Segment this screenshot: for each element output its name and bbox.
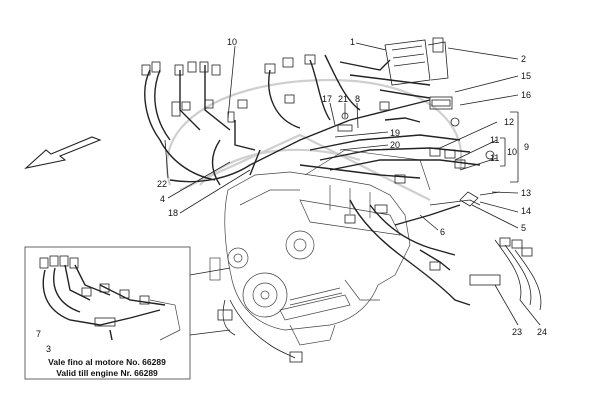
callout-10-bracket: 10 xyxy=(507,147,517,157)
callout-8: 8 xyxy=(355,94,360,104)
ecu-unit xyxy=(384,37,453,110)
callout-15: 15 xyxy=(521,71,531,81)
callout-18: 18 xyxy=(168,208,178,218)
callout-11-lower: 11 xyxy=(490,153,499,163)
engine-block xyxy=(209,149,431,346)
arrow-icon xyxy=(24,136,102,169)
callout-23: 23 xyxy=(512,327,522,337)
callout-16: 16 xyxy=(521,90,531,100)
callout-4: 4 xyxy=(160,194,165,204)
callout-3: 3 xyxy=(46,344,51,354)
wiring-harness xyxy=(144,54,481,359)
callout-6: 6 xyxy=(440,227,445,237)
connectors xyxy=(141,54,542,363)
callout-5: 5 xyxy=(521,223,526,233)
callout-2: 2 xyxy=(521,54,526,64)
callout-labels: 1 2 3 4 5 6 7 8 9 10 10 11 11 12 13 14 1… xyxy=(36,37,547,354)
watermark xyxy=(165,78,463,201)
callout-21: 21 xyxy=(338,94,348,104)
callout-7: 7 xyxy=(36,329,41,339)
callout-20: 20 xyxy=(390,140,400,150)
callout-1: 1 xyxy=(350,37,355,47)
callout-17: 17 xyxy=(322,94,332,104)
inset-caption-italian: Vale fino al motore No. 66289 xyxy=(48,357,166,367)
callout-9: 9 xyxy=(524,142,529,152)
callout-13: 13 xyxy=(521,188,531,198)
inset-caption-english: Valid till engine Nr. 66289 xyxy=(56,368,158,378)
callout-10: 10 xyxy=(227,37,237,47)
callout-24: 24 xyxy=(537,327,547,337)
callout-12: 12 xyxy=(504,117,514,127)
callout-19: 19 xyxy=(390,128,400,138)
inset-panel: Vale fino al motore No. 66289 Valid till… xyxy=(24,246,231,380)
inset-harness xyxy=(39,255,181,341)
callout-14: 14 xyxy=(521,206,531,216)
callout-11-upper: 11 xyxy=(490,135,499,145)
callout-22: 22 xyxy=(157,179,167,189)
